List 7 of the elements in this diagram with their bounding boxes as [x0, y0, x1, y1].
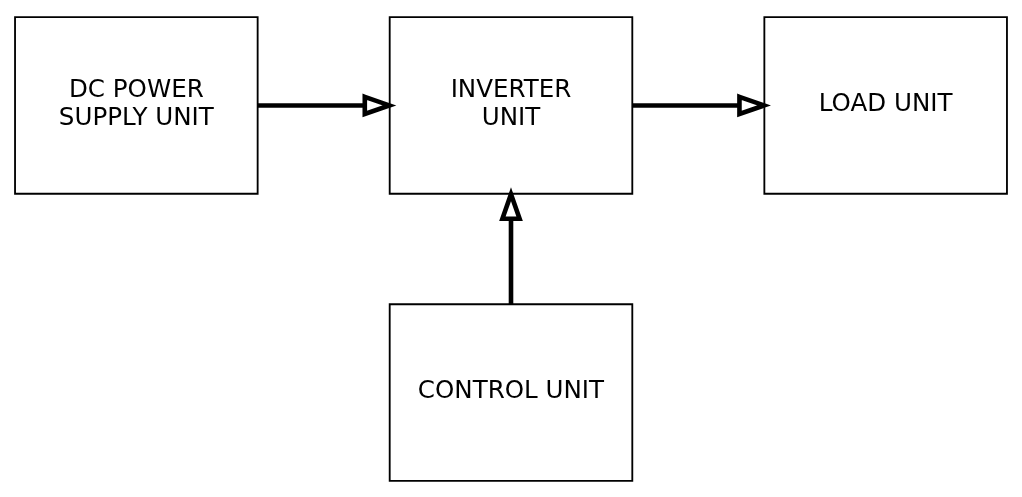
- node-box: DC POWER SUPPLY UNIT: [14, 15, 259, 195]
- arrow: [632, 93, 771, 117]
- node-box: INVERTER UNIT: [388, 15, 634, 195]
- node-box: CONTROL UNIT: [388, 302, 634, 482]
- arrow: [257, 93, 397, 117]
- node-box: LOAD UNIT: [763, 15, 1008, 195]
- arrow: [499, 186, 523, 304]
